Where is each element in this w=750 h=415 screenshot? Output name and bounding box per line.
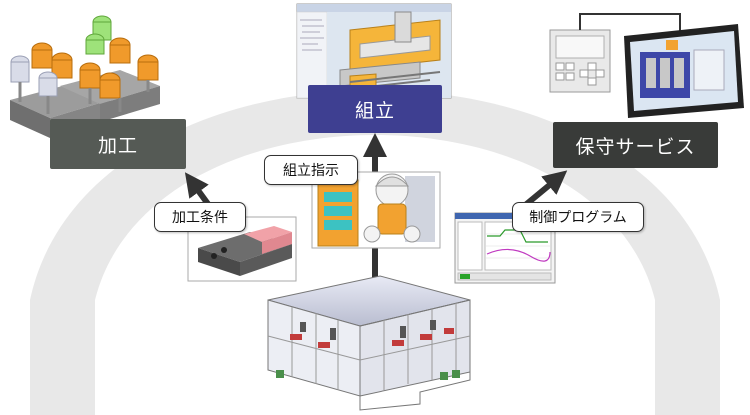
- connection-cable: [579, 13, 681, 32]
- maintenance-label: 保守サービス: [575, 135, 696, 158]
- cad-assembly-screenshot: [296, 3, 452, 99]
- processing-label: 加工: [97, 134, 138, 157]
- assembly-label-box: 組立: [308, 85, 442, 133]
- control-software-screenshot: [454, 212, 556, 284]
- control-panel-icon: [549, 29, 611, 93]
- assembly-label: 組立: [354, 99, 395, 122]
- assembly-instructions-callout: 組立指示: [264, 155, 358, 185]
- maintenance-label-box: 保守サービス: [553, 122, 718, 168]
- control-program-label: 制御プログラム: [529, 210, 627, 226]
- assembly-machine-icon: [267, 275, 471, 411]
- processing-conditions-callout: 加工条件: [154, 202, 246, 232]
- processing-label-box: 加工: [50, 119, 186, 169]
- processing-conditions-label: 加工条件: [172, 210, 228, 226]
- assembly-instructions-label: 組立指示: [283, 163, 339, 179]
- monitor-icon: [624, 24, 744, 118]
- machining-tools-icon: [10, 15, 160, 138]
- control-program-callout: 制御プログラム: [512, 202, 644, 232]
